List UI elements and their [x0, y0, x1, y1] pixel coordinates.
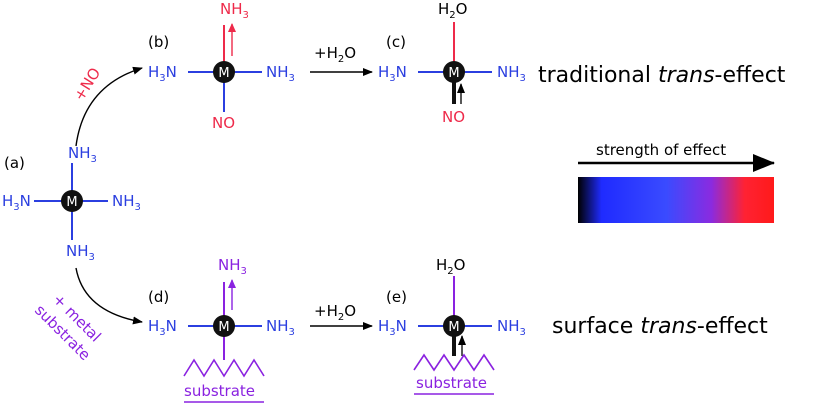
ligand-b-top: NH3: [220, 0, 249, 21]
step-d-to-e: +H2O: [310, 302, 373, 330]
ligand-b-right: NH3: [266, 63, 295, 84]
metal-c-symbol: M: [448, 66, 459, 81]
ligand-c-bottom: NO: [442, 108, 465, 126]
complex-a: (a) M NH3 H3N NH3 NH3: [2, 144, 141, 263]
label-add-no: +NO: [70, 64, 104, 104]
ligand-d-top: NH3: [218, 256, 247, 277]
ligand-a-bottom: NH3: [66, 242, 95, 263]
metal-a-symbol: M: [66, 195, 77, 210]
metal-d-symbol: M: [218, 320, 229, 335]
complex-b: (b) M NH3 H3N NH3 NO: [148, 0, 295, 132]
complex-d: (d) M NH3 H3N NH3 substrate: [148, 256, 295, 403]
ligand-c-top: H2O: [438, 0, 467, 21]
ligand-e-top: H2O: [436, 256, 465, 277]
metal-b: [213, 61, 235, 83]
label-add-water-bottom: +H2O: [314, 302, 356, 323]
metal-a: [61, 190, 83, 212]
substrate-label-d: substrate: [184, 382, 255, 400]
legend-gradient-bar: [578, 177, 774, 223]
ligand-c-left: H3N: [378, 63, 407, 84]
ligand-a-left: H3N: [2, 192, 31, 213]
metal-d: [213, 315, 235, 337]
substrate-surface-e: [413, 353, 495, 372]
ligand-b-left: H3N: [148, 63, 177, 84]
label-c: (c): [386, 33, 406, 51]
arrow-a-to-b: [75, 66, 143, 147]
label-a: (a): [4, 154, 25, 172]
label-b: (b): [148, 33, 169, 51]
label-add-water-top: +H2O: [314, 44, 356, 65]
complex-c: (c) M H2O H3N NH3 NO: [378, 0, 526, 126]
metal-e: [443, 315, 465, 337]
arrow-a-to-d: [75, 267, 143, 325]
title-surface-trans-effect: surface trans-effect: [552, 314, 768, 339]
ligand-d-right: NH3: [266, 317, 295, 338]
ligand-b-bottom: NO: [212, 114, 235, 132]
label-d: (d): [148, 288, 169, 306]
legend-label: strength of effect: [596, 141, 726, 159]
title-traditional-trans-effect: traditional trans-effect: [538, 63, 786, 88]
strength-legend: strength of effect: [578, 141, 775, 223]
metal-c: [443, 61, 465, 83]
ligand-e-right: NH3: [497, 317, 526, 338]
ligand-a-right: NH3: [112, 192, 141, 213]
substrate-label-e: substrate: [416, 374, 487, 392]
step-b-to-c: +H2O: [310, 44, 373, 76]
ligand-c-right: NH3: [497, 63, 526, 84]
metal-b-symbol: M: [218, 66, 229, 81]
ligand-a-top: NH3: [68, 144, 97, 165]
ligand-d-left: H3N: [148, 317, 177, 338]
complex-e: (e) M H2O H3N NH3 substrate: [378, 256, 526, 395]
label-e: (e): [386, 288, 407, 306]
metal-e-symbol: M: [448, 320, 459, 335]
substrate-surface-d: [183, 358, 265, 378]
ligand-e-left: H3N: [378, 317, 407, 338]
